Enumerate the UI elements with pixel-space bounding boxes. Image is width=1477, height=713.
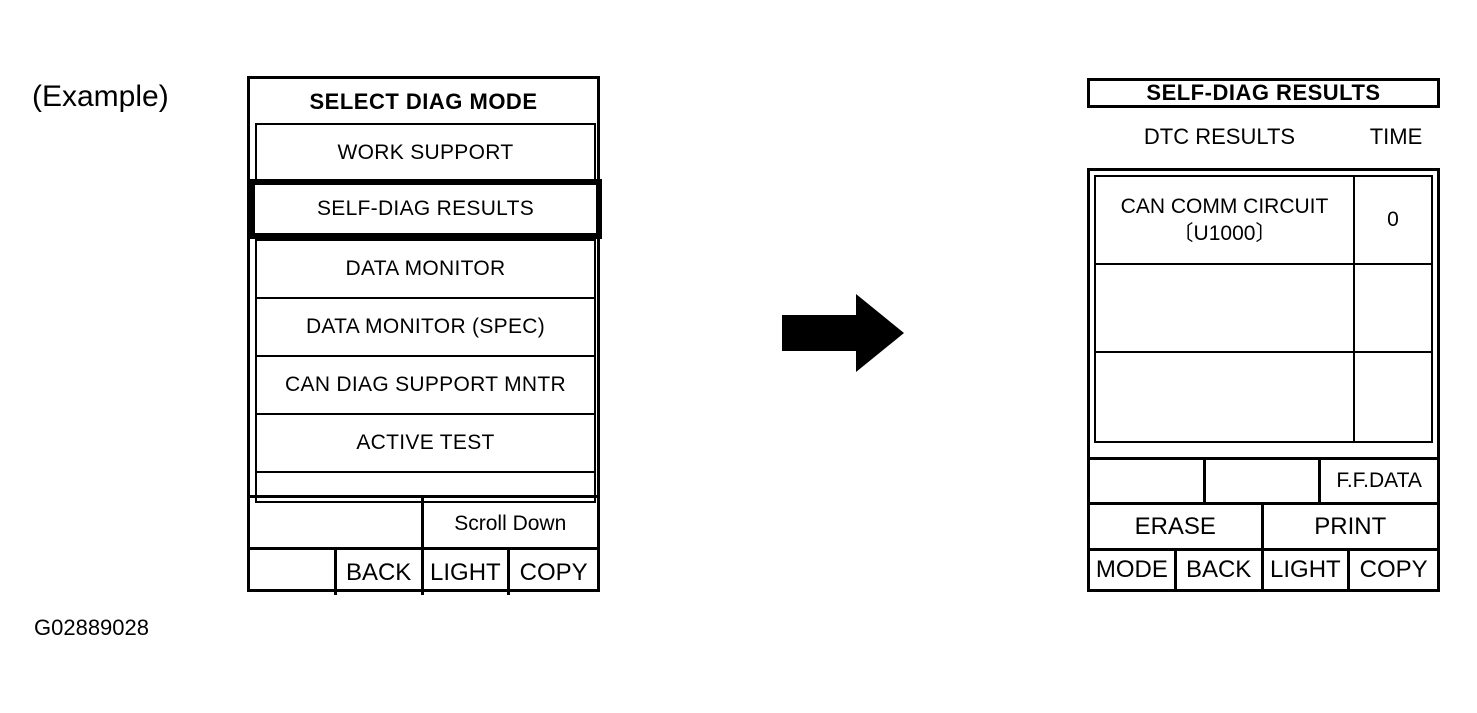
menu-item-data-monitor[interactable]: DATA MONITOR [257, 241, 594, 299]
diag-mode-menu-list: WORK SUPPORT DATA MONITOR DATA MONITOR (… [249, 123, 602, 503]
right-screen-title-box: SELF-DIAG RESULTS [1087, 78, 1440, 108]
select-diag-mode-screen: SELECT DIAG MODE WORK SUPPORT DATA MONIT… [247, 76, 602, 595]
table-row[interactable] [1096, 264, 1431, 353]
dtc-name-text: CAN COMM CIRCUIT [1120, 194, 1329, 218]
right-screen-title: SELF-DIAG RESULTS [1146, 80, 1381, 105]
right-softkey-light[interactable]: LIGHT [1264, 551, 1351, 589]
dtc-table-column-headers: DTC RESULTS TIME [1087, 124, 1440, 154]
dtc-time-cell [1355, 265, 1431, 351]
menu-item-data-monitor-spec[interactable]: DATA MONITOR (SPEC) [257, 299, 594, 357]
dtc-time-cell [1355, 353, 1431, 441]
right-arrow-icon [782, 294, 904, 372]
left-softkey-blank-1[interactable] [250, 498, 424, 550]
dtc-code-text: 〔U1000〕 [1172, 221, 1277, 245]
left-softkey-copy[interactable]: COPY [519, 558, 588, 586]
menu-item-self-diag-results-selected[interactable]: SELF-DIAG RESULTS [249, 179, 602, 239]
right-softkey-row-erase-print: ERASE PRINT [1090, 502, 1437, 548]
menu-item-can-diag-support-mntr[interactable]: CAN DIAG SUPPORT MNTR [257, 357, 594, 415]
right-softkey-copy[interactable]: COPY [1359, 556, 1428, 583]
table-row[interactable] [1096, 352, 1431, 441]
menu-item-work-support[interactable]: WORK SUPPORT [257, 125, 594, 183]
column-header-time: TIME [1369, 124, 1423, 149]
left-softkey-scroll-down[interactable]: Scroll Down [454, 512, 567, 535]
right-softkey-back[interactable]: BACK [1177, 551, 1264, 589]
right-softkey-ff-data[interactable]: F.F.DATA [1336, 469, 1422, 492]
left-softkey-row-scroll: Scroll Down [250, 495, 597, 550]
right-softkey-row-ffdata: F.F.DATA [1090, 457, 1437, 502]
figure-id-label: G02889028 [34, 615, 149, 640]
right-softkey-blank-2[interactable] [1206, 460, 1322, 502]
self-diag-results-screen: CAN COMM CIRCUIT 〔U1000〕 0 [1087, 168, 1440, 592]
right-softkey-row-main: MODE BACK LIGHT COPY [1090, 548, 1437, 589]
right-softkey-print[interactable]: PRINT [1314, 512, 1387, 540]
dtc-name-cell [1096, 264, 1355, 351]
dtc-name-cell [1096, 352, 1355, 441]
dtc-results-table: CAN COMM CIRCUIT 〔U1000〕 0 [1094, 175, 1433, 443]
left-softkey-back[interactable]: BACK [337, 550, 424, 595]
example-caption: (Example) [32, 80, 169, 113]
table-row[interactable]: CAN COMM CIRCUIT 〔U1000〕 0 [1096, 177, 1431, 265]
right-softkey-mode[interactable]: MODE [1090, 551, 1177, 589]
menu-item-active-test[interactable]: ACTIVE TEST [257, 415, 594, 473]
left-softkey-light[interactable]: LIGHT [424, 550, 511, 595]
column-header-dtc-results: DTC RESULTS [1143, 124, 1296, 149]
right-softkey-erase[interactable]: ERASE [1090, 505, 1264, 548]
left-softkey-blank-2[interactable] [250, 550, 337, 595]
dtc-time-cell: 0 [1387, 207, 1399, 231]
left-screen-title: SELECT DIAG MODE [309, 89, 538, 114]
right-softkey-blank-1[interactable] [1090, 460, 1206, 502]
dtc-name-cell: CAN COMM CIRCUIT 〔U1000〕 [1096, 177, 1355, 263]
left-softkey-row-main: BACK LIGHT COPY [250, 547, 597, 595]
